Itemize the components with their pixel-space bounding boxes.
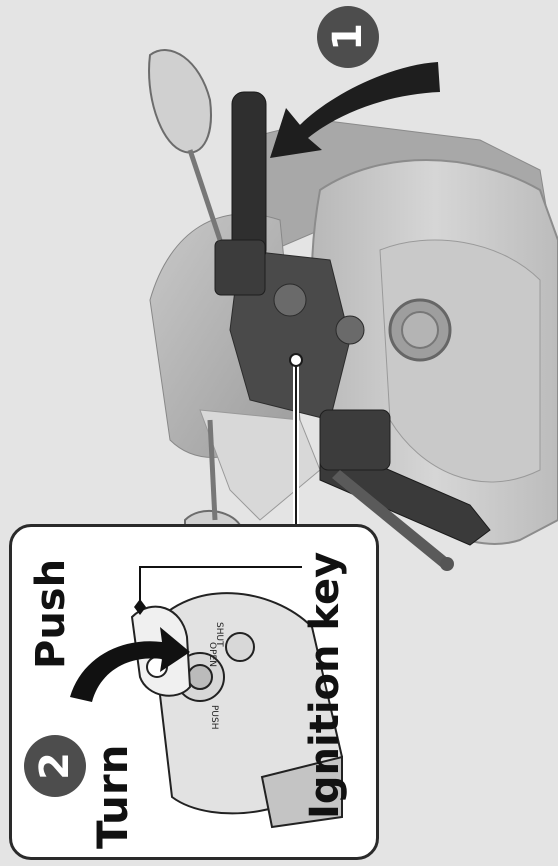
open-marking: OPEN bbox=[207, 642, 217, 667]
ignition-key-inset: SHUT OPEN PUSH Push Turn Ignition key 2 bbox=[9, 524, 379, 860]
step-2-badge: 2 bbox=[24, 735, 86, 797]
step-2-number: 2 bbox=[24, 752, 86, 780]
push-marking: PUSH bbox=[209, 705, 219, 730]
step-1-badge: 1 bbox=[317, 6, 379, 68]
ignition-key-label: Ignition key bbox=[302, 552, 348, 819]
step-1-number: 1 bbox=[317, 23, 379, 51]
turn-label: Turn bbox=[88, 744, 137, 849]
push-label: Push bbox=[28, 559, 74, 669]
